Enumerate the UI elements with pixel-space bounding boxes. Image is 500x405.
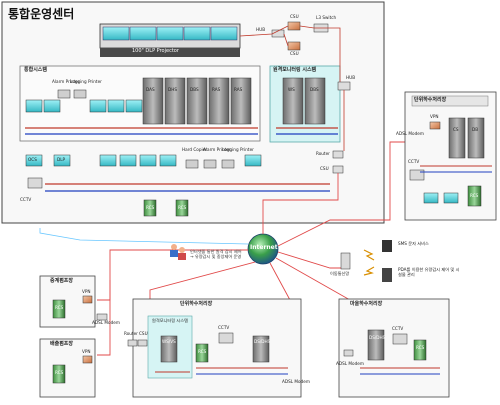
bottom-right-rcs: RCS [416, 345, 425, 350]
monitoring-hub-label: HUB [346, 75, 356, 80]
branch-adsl-label: ADSL Modem [92, 320, 120, 325]
bottom-main-server-2: DS/DHS [254, 339, 271, 344]
pump-site-title: 중계펌프장 [50, 278, 74, 284]
dlp-projector [99, 23, 241, 57]
l3-switch-label: L3 Switch [316, 15, 337, 20]
bottom-main-server-1: WS/VS [162, 339, 176, 344]
branch-site-title: 배출펌프장 [50, 341, 74, 347]
integrated-system-label: 통합시스템 [24, 67, 48, 73]
east-server-cs: CS [453, 127, 459, 132]
bottom-main-csu: CSU [139, 331, 148, 336]
mobile-network-label: 이동통신망 [330, 271, 350, 276]
bottom-right-server: DS/DHS [369, 335, 386, 340]
branch-rcs [52, 364, 66, 384]
lower-center-terminals [25, 154, 262, 217]
center-title: 통합운영센터 [8, 7, 75, 21]
east-site-equipment [409, 117, 485, 207]
server-label-5: RAS [234, 87, 243, 92]
branch-rcs-label: RCS [55, 370, 64, 375]
bottom-right-cctv: CCTV [392, 326, 404, 331]
east-adsl-label: ADSL Modem [396, 131, 424, 136]
bottom-main-adsl: ADSL Modem [282, 379, 310, 384]
server-label-2: DHS [168, 87, 178, 92]
center-csu-label: CSU [320, 166, 329, 171]
hub-label: HUB [256, 27, 266, 32]
monitoring-servers [282, 77, 326, 125]
csu-label-top: CSU [290, 14, 299, 19]
hard-copier-label: Hard Copier [182, 147, 207, 152]
logging-printer-label: Logging Printer [70, 79, 102, 84]
integrated-workstations [25, 89, 143, 113]
pda-label: PDA를 이용한 유량감시 제어 및 시설물 관리 [398, 267, 460, 277]
alarm-printer-label-2: Alarm Printer [203, 147, 231, 152]
bottom-right-adsl: ADSL Modem [336, 361, 364, 366]
east-cctv-label: CCTV [408, 159, 420, 164]
bottom-main-title: 단위하수처리장 [180, 301, 213, 307]
mobile-devices [340, 240, 392, 282]
center-router-label: Router [316, 151, 330, 156]
sms-label: SMS 문자 서비스 [398, 241, 429, 246]
bottom-main-subsystem: 원격모니터링 시스템 [151, 318, 188, 323]
monitoring-system-label: 원격모니터링 시스템 [273, 67, 317, 73]
server-label-3: DBS [190, 87, 199, 92]
center-rcs-label-1: RCS [146, 205, 155, 210]
dlp-label: DLP [57, 157, 66, 162]
bottom-right-site-frame [338, 298, 450, 398]
alarm-printer-label: Alarm Printer [52, 79, 80, 84]
east-vpn-label: VPN [430, 114, 439, 119]
east-rcs-label: RCS [470, 193, 479, 198]
server-label-1: DAS [146, 87, 155, 92]
east-server-db: DB [472, 127, 479, 132]
monitoring-server-label-1: WS [288, 87, 295, 92]
operators-icon [170, 244, 186, 260]
csu-label-bottom: CSU [290, 51, 299, 56]
pump-vpn-label: VPN [82, 289, 91, 294]
branch-site-frame [39, 338, 96, 398]
east-site-title: 단위하수처리장 [414, 97, 447, 103]
ocs-label: OCS [28, 157, 37, 162]
projector-label: 100" DLP Projector [132, 48, 179, 54]
bottom-right-title: 마을하수처리장 [350, 301, 383, 307]
bottom-main-router: Router [124, 331, 138, 336]
center-rcs-label-2: RCS [178, 205, 187, 210]
bottom-main-rcs: RCS [198, 349, 207, 354]
internet-description: 인터넷을 통한 원격 감시 제어 → 유량감시 및 중앙제어 운영 [190, 249, 242, 259]
bottom-main-cctv: CCTV [218, 325, 230, 330]
branch-vpn-label: VPN [82, 349, 91, 354]
pump-rcs [52, 299, 66, 319]
server-label-4: RAS [212, 87, 221, 92]
internet-label: Internet [250, 244, 278, 251]
integrated-servers [142, 77, 252, 125]
pump-rcs-label: RCS [55, 305, 64, 310]
logging-printer-label-2: Logging Printer [222, 147, 254, 152]
bottom-main-equipment [127, 332, 270, 363]
center-cctv-label: CCTV [20, 197, 32, 202]
monitoring-server-label-2: DBS [310, 87, 319, 92]
bottom-right-equipment [343, 329, 427, 361]
